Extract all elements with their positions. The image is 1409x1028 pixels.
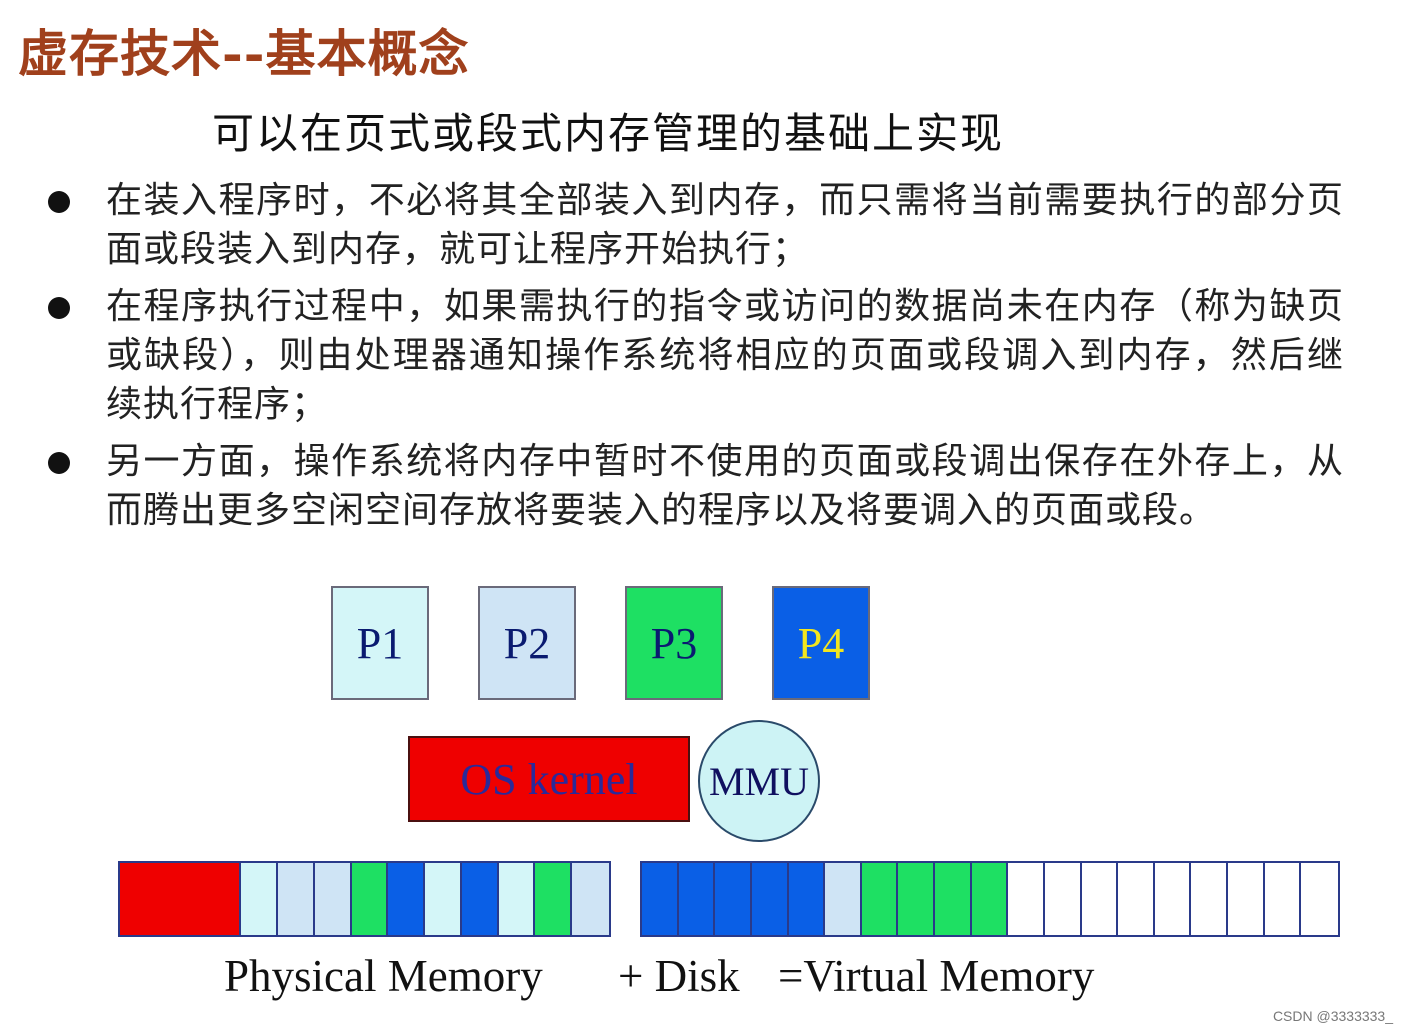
bullet-dot-icon	[48, 452, 70, 474]
bullet-item: 在装入程序时，不必将其全部装入到内存，而只需将当前需要执行的部分页面或段装入到内…	[44, 176, 1344, 274]
page-label: P1	[356, 618, 404, 668]
memory-cell-kernel	[120, 863, 242, 935]
memory-cell	[1044, 863, 1082, 935]
bullet-text: 在程序执行过程中，如果需执行的指令或访问的数据尚未在内存（称为缺页或缺段），则由…	[106, 286, 1344, 425]
page-box-p3: P3	[625, 586, 723, 700]
memory-cell	[1118, 863, 1155, 935]
memory-cell	[935, 863, 972, 935]
memory-cell	[642, 863, 679, 935]
page-label: P4	[797, 618, 845, 668]
watermark: CSDN @3333333_	[1272, 1008, 1393, 1024]
bullet-dot-icon	[48, 191, 70, 213]
memory-cell	[278, 863, 315, 935]
memory-cell	[715, 863, 752, 935]
bullet-text: 在装入程序时，不必将其全部装入到内存，而只需将当前需要执行的部分页面或段装入到内…	[106, 180, 1344, 270]
os-kernel-box: OS kernel	[408, 736, 690, 822]
memory-cell	[241, 863, 279, 935]
memory-cell	[678, 863, 716, 935]
memory-cell	[351, 863, 389, 935]
page-label: P2	[503, 618, 551, 668]
memory-cell	[825, 863, 862, 935]
memory-cell	[1191, 863, 1228, 935]
memory-cell	[498, 863, 536, 935]
mmu-circle: MMU	[698, 720, 820, 842]
memory-cell	[425, 863, 462, 935]
memory-cell	[572, 863, 609, 935]
memory-cell	[1008, 863, 1045, 935]
memory-cell	[1228, 863, 1265, 935]
memory-cell	[971, 863, 1009, 935]
memory-cell	[1154, 863, 1192, 935]
bullet-item: 在程序执行过程中，如果需执行的指令或访问的数据尚未在内存（称为缺页或缺段），则由…	[44, 282, 1344, 429]
memory-cell	[314, 863, 352, 935]
physical-memory-bar	[118, 861, 611, 937]
mmu-label: MMU	[708, 758, 810, 804]
page-label: P3	[650, 618, 698, 668]
memory-cell	[861, 863, 899, 935]
os-kernel-label: OS kernel	[460, 754, 638, 804]
bullet-dot-icon	[48, 297, 70, 319]
memory-cell	[751, 863, 789, 935]
bullet-list: 在装入程序时，不必将其全部装入到内存，而只需将当前需要执行的部分页面或段装入到内…	[44, 176, 1344, 543]
memory-cell	[898, 863, 935, 935]
caption-physical-memory: Physical Memory	[224, 951, 543, 1001]
slide-title: 虚存技术--基本概念	[18, 24, 470, 83]
bullet-item: 另一方面，操作系统将内存中暂时不使用的页面或段调出保存在外存上，从而腾出更多空闲…	[44, 437, 1344, 535]
memory-cell	[1301, 863, 1338, 935]
memory-cell	[388, 863, 426, 935]
slide-subtitle: 可以在页式或段式内存管理的基础上实现	[212, 109, 1005, 158]
page-box-p1: P1	[331, 586, 429, 700]
memory-cell	[788, 863, 826, 935]
memory-cell	[461, 863, 499, 935]
disk-bar	[640, 861, 1340, 937]
memory-cell	[1264, 863, 1302, 935]
page-box-p4: P4	[772, 586, 870, 700]
memory-cell	[1081, 863, 1119, 935]
memory-cell	[535, 863, 573, 935]
caption-disk: + Disk	[618, 951, 740, 1001]
page-box-p2: P2	[478, 586, 576, 700]
bullet-text: 另一方面，操作系统将内存中暂时不使用的页面或段调出保存在外存上，从而腾出更多空闲…	[106, 441, 1344, 531]
caption-virtual-memory: =Virtual Memory	[778, 951, 1095, 1001]
